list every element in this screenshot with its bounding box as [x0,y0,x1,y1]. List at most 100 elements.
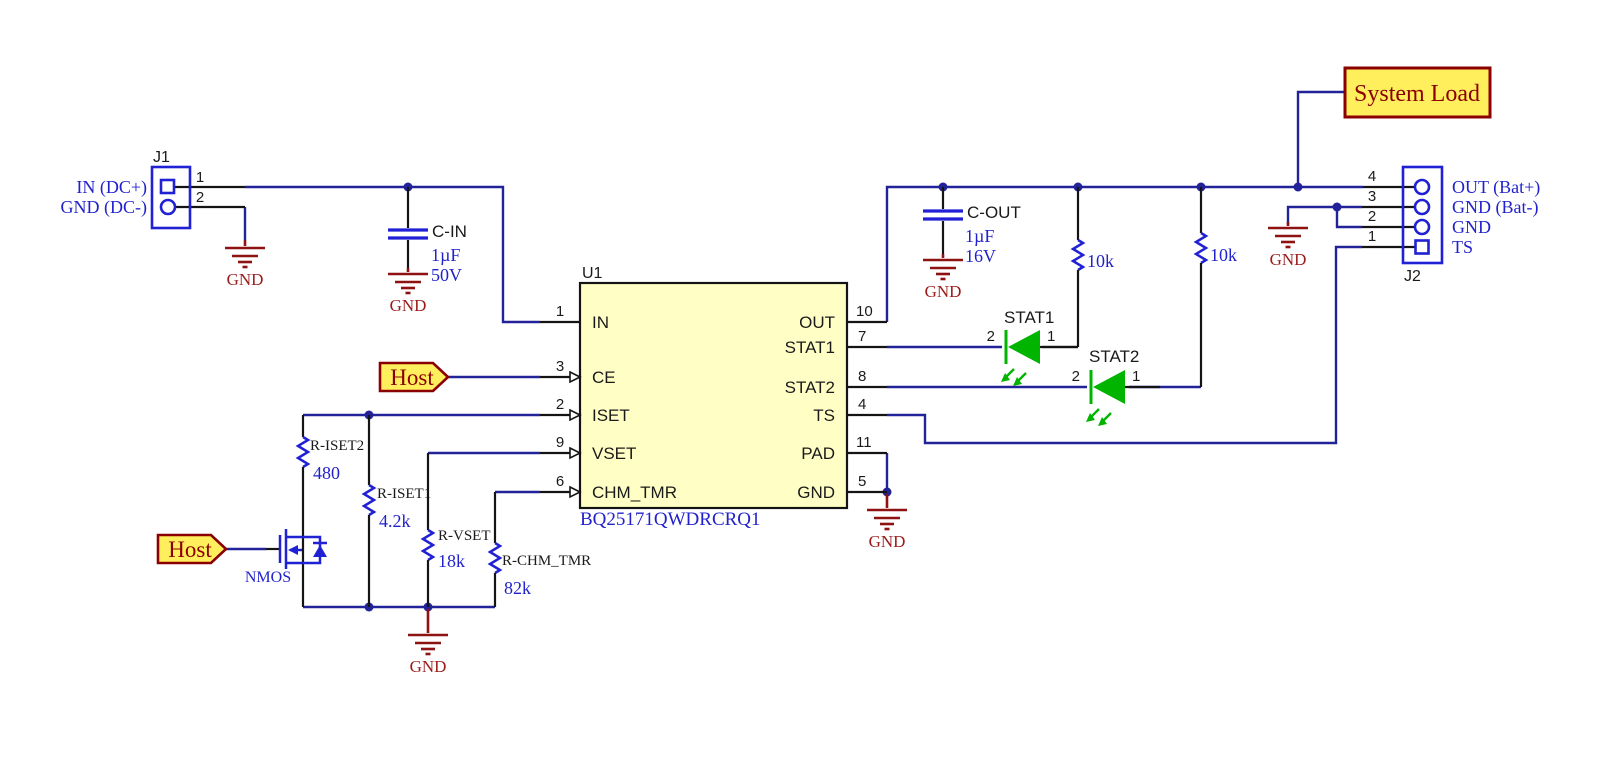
host-flag-shape [378,361,450,393]
nmos-body-arrow [288,545,298,555]
ic-pin-name-gnd: GND [797,483,835,502]
ic-body [578,281,849,510]
rchm-ref: R-CHM_TMR [502,553,591,569]
wire-j2-gnd [1286,205,1362,224]
cout-voltage: 16V [965,246,996,266]
wire-ts [887,245,1362,445]
ic-pin-num-10: 10 [856,303,873,320]
ic-pin-name-stat1: STAT1 [785,338,835,357]
j1-connector: J1 1 2 IN (DC+) GND (DC-) [61,149,245,230]
j2-pin3-label: GND (Bat-) [1452,197,1538,218]
input-arrow-icon [569,446,582,460]
input-arrow-icon [569,408,582,422]
ic-pin-name-pad: PAD [801,444,835,463]
ic-pin-num-3: 3 [556,358,564,375]
ic-pin-name-chmtmr: CHM_TMR [592,483,677,502]
j2-pin1-pad-square [1414,239,1430,255]
ic-pin-num-2: 2 [556,396,564,413]
j1-pin1-label: IN (DC+) [76,177,147,198]
stat2-ref: STAT2 [1089,347,1139,366]
j2-pin3-pad-circle [1413,198,1431,216]
ground-symbol-j2: GND [1268,222,1308,269]
resistor-riset2: R-ISET2 480 [295,415,364,607]
host-flag-shape [156,533,228,565]
host-flag-label: Host [390,365,434,390]
input-arrow-icon [569,370,582,384]
wires [226,90,1363,609]
j1-pin2-label: GND (DC-) [61,197,147,218]
j2-connector: J2 4 3 2 1 OUT (Bat+) GND (Bat-) GND TS [1362,165,1540,285]
riset2-value: 480 [313,463,340,483]
gnd-label: GND [410,657,447,676]
ground-symbol-ic: GND [867,494,907,551]
j2-pin4-pad-circle [1413,178,1431,196]
ground-symbol-cin: GND [388,268,428,315]
j1-ref: J1 [153,149,170,166]
led-stat2: STAT2 2 1 [1072,347,1160,426]
wire-system-load [1296,90,1345,187]
stat1-ref: STAT1 [1004,308,1054,327]
j2-pin1-label: TS [1452,237,1473,257]
resistor-rchmtmr: R-CHM_TMR 82k [487,492,591,607]
ic-pin-num-6: 6 [556,473,564,490]
junction-dot [1293,182,1303,192]
stat2-pin1-number: 1 [1132,368,1140,385]
ground-symbol-cout: GND [923,254,963,301]
ic-pin-name-stat2: STAT2 [785,378,835,397]
host-flag-gate: Host [156,533,228,565]
j2-ref: J2 [1404,268,1421,285]
body-diode-triangle [313,545,327,557]
resistor-riset1: R-ISET1 4.2k [361,415,431,607]
j1-pin2-number: 2 [196,189,204,206]
ic-ref: U1 [582,265,603,282]
rvset-value: 18k [438,551,465,571]
gnd-label: GND [390,296,427,315]
rchm-value: 82k [504,578,531,598]
stat1-emission-arrowhead [1001,373,1010,382]
ground-symbol-rail: GND [408,609,448,676]
j1-pin1-number: 1 [196,169,204,186]
cin-capacitor: C-IN 1µF 50V [388,187,467,285]
j2-pin2-label: GND [1452,217,1491,237]
cout-ref: C-OUT [967,203,1021,222]
ic-pin-name-out: OUT [799,313,835,332]
j2-body [1401,165,1444,265]
stat2-pin2-number: 2 [1072,368,1080,385]
ic-u1: U1 BQ25171QWDRCRQ1 IN CE ISET VSET CHM_T… [540,265,887,530]
ic-pin-num-1: 1 [556,303,564,320]
cout-capacitor: C-OUT 1µF 16V [923,187,1021,266]
host-flag-label: Host [168,537,212,562]
ic-pin-name-ts: TS [813,406,835,425]
riset2-ref: R-ISET2 [310,438,364,454]
riset1-ref: R-ISET1 [377,486,431,502]
ic-part-number: BQ25171QWDRCRQ1 [580,509,761,530]
ic-pin-name-iset: ISET [592,406,630,425]
system-load-box [1343,66,1492,119]
gnd-label: GND [1270,250,1307,269]
nmos-label: NMOS [245,569,291,586]
junction-dots [364,182,1342,612]
stat2-emission-arrowhead [1086,413,1095,422]
system-load-label: System Load [1354,81,1480,107]
stat1-emission-arrowhead [1013,377,1022,386]
ic-pin-num-4: 4 [858,396,866,413]
gnd-label: GND [869,532,906,551]
cin-voltage: 50V [431,265,462,285]
cin-ref: C-IN [432,222,467,241]
r10k1-zigzag [1070,238,1086,272]
ic-pin-num-7: 7 [858,328,866,345]
cin-value: 1µF [431,245,460,265]
stat1-pin1-number: 1 [1047,328,1055,345]
stat2-triangle [1093,370,1125,404]
wire-j2-gnd2 [1335,207,1362,229]
ic-pin-num-8: 8 [858,368,866,385]
rvset-ref: R-VSET [438,528,491,544]
gnd-label: GND [925,282,962,301]
ic-pin-num-5: 5 [858,473,866,490]
rchm-zigzag [487,541,503,575]
gnd-label: GND [227,270,264,289]
stat1-pin2-number: 2 [987,328,995,345]
r10k2-zigzag [1193,231,1209,265]
